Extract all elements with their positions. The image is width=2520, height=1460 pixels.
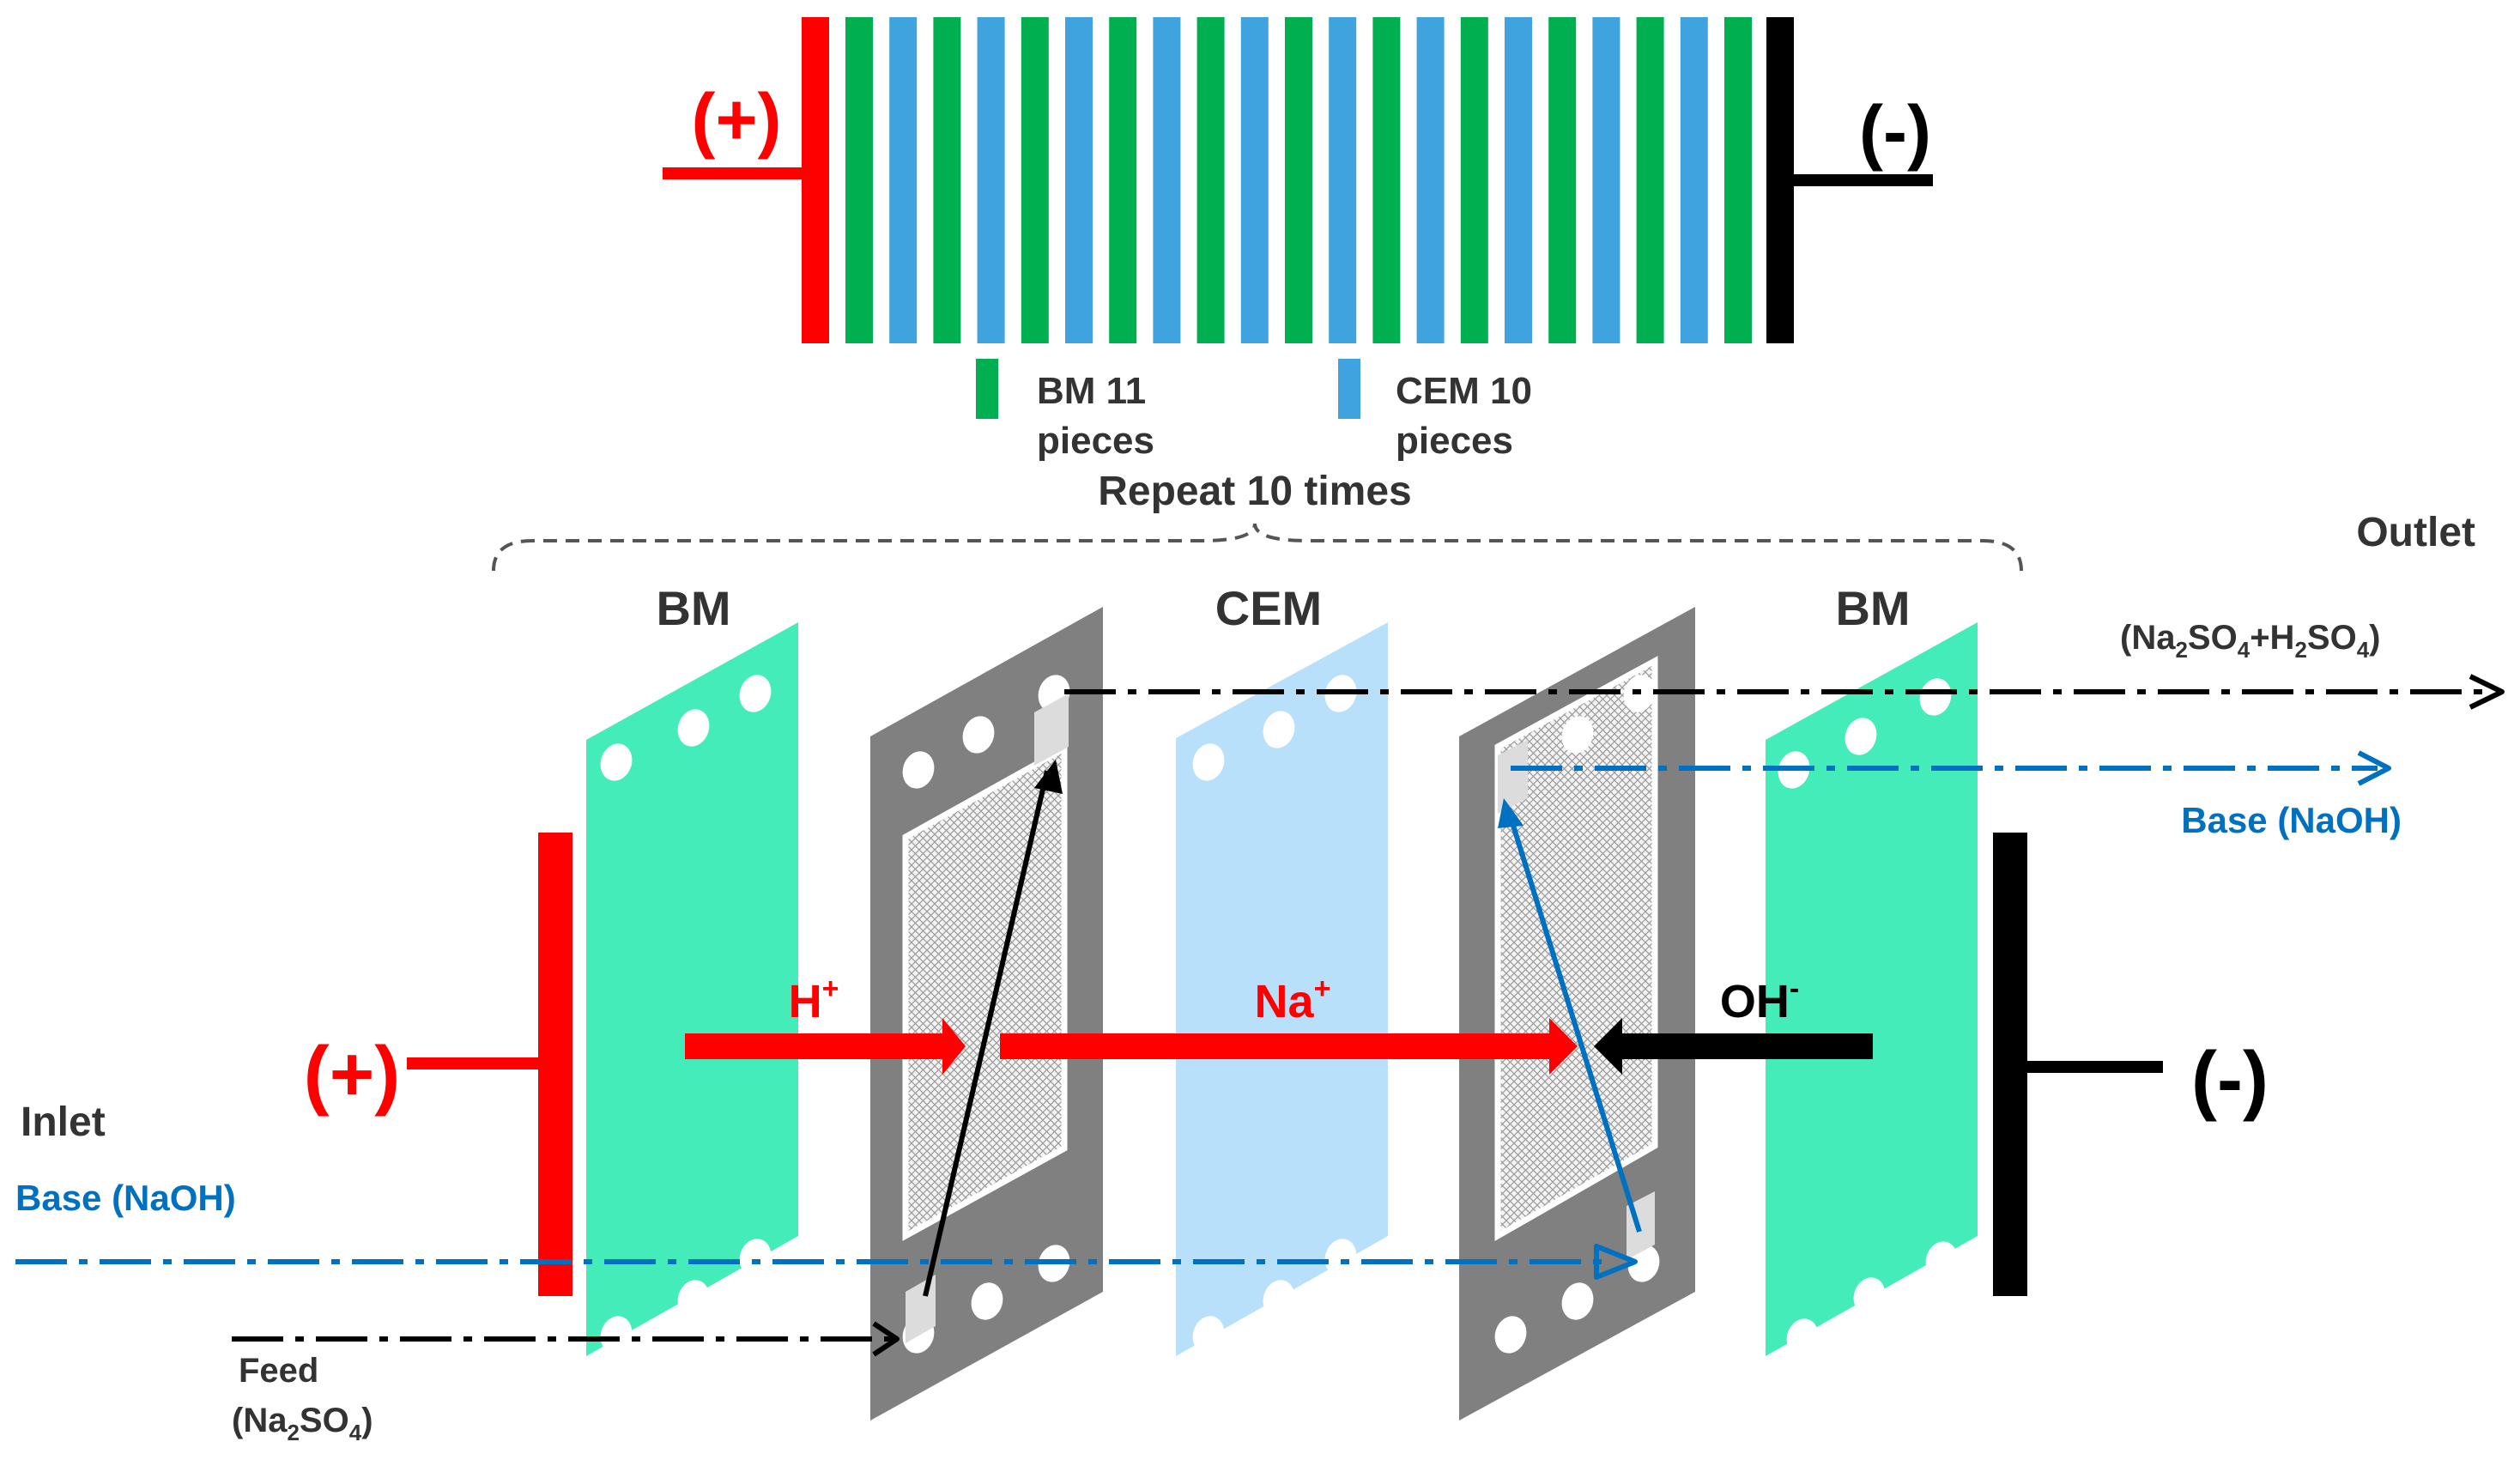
cathode-sign: (-) [2191,1037,2269,1123]
stack-strip-bm [845,17,873,343]
exploded-cell: (+) BM [15,510,2505,1445]
spacer-mesh-1 [902,743,1068,1241]
stack-strip-cem [1329,17,1357,343]
stack-strip-cem [1065,17,1093,343]
oh-ion-label: OH- [1720,972,1799,1027]
anode-sign: (+) [304,1032,401,1118]
stack-membrane-strips [845,17,1752,343]
repeat-brace [492,523,2023,572]
oh-ion-arrow [1594,1018,1873,1075]
feed-inlet-arrowhead [872,1321,900,1357]
legend-cem-line1: CEM 10 [1396,370,1532,412]
stack-cathode-lead [1792,174,1933,186]
anode-lead [407,1057,540,1069]
cathode-electrode [1993,833,2027,1296]
legend-bm-swatch [976,359,998,419]
cem-label: CEM [1215,581,1322,635]
stack-strip-bm [1196,17,1225,343]
stack-cathode-sign: (-) [1859,91,1931,172]
cem-ports [1192,675,1357,1354]
bm-membrane-right [1766,622,1978,1356]
stack-anode-plate [802,17,829,343]
spacer-1-duct-top [1034,694,1069,766]
bm-membrane-left [586,622,798,1356]
bm-left-ports [600,675,772,1354]
h-ion-arrow [685,1018,966,1075]
stack-strip-cem [1680,17,1708,343]
stack-strip-cem [1153,17,1181,343]
cathode-lead [2026,1061,2163,1073]
legend-cem-swatch [1338,359,1360,419]
membrane-stack: (+) (-) BM 11 pieces CEM 10 pieces Repea… [492,17,2023,572]
stack-strip-cem [1240,17,1269,343]
stack-strip-bm [1548,17,1577,343]
inlet-base-label: Base (NaOH) [15,1178,236,1218]
stack-strip-bm [1372,17,1401,343]
stack-strip-cem [977,17,1005,343]
spacer-2-duct-top [1498,740,1528,814]
stack-strip-cem [1505,17,1532,343]
outlet-formula: (Na2SO4+H2SO4) [2120,619,2381,663]
anode-electrode [538,833,572,1296]
stack-strip-bm [1109,17,1137,343]
stack-strip-bm [1636,17,1664,343]
cem-membrane [1176,622,1388,1356]
base-inlet-arrowhead [1594,1244,1638,1280]
stack-strip-cem [889,17,918,343]
legend-cem-line2: pieces [1396,420,1513,462]
acid-outlet-arrowhead [2469,674,2505,710]
stack-cathode-plate [1766,17,1794,343]
stack-strip-cem [1592,17,1620,343]
stack-strip-bm [1021,17,1049,343]
outlet-label: Outlet [2356,510,2475,555]
stack-strip-bm [1285,17,1312,343]
inlet-label: Inlet [21,1100,106,1145]
bm-left-label: BM [656,581,730,635]
stack-anode-sign: (+) [692,79,782,160]
base-internal-flow [1498,798,1642,1233]
acid-internal-flow [923,760,1063,1297]
base-outlet-arrowhead [2357,750,2391,786]
bm-right-ports [1778,678,1958,1356]
stack-strip-cem [1416,17,1445,343]
stack-strip-bm [1724,17,1752,343]
h-ion-label: H+ [789,972,839,1027]
spacer-2-ports [1494,675,1660,1354]
outlet-base-label: Base (NaOH) [2181,800,2402,840]
legend-bm-line1: BM 11 [1037,370,1146,412]
na-ion-label: Na+ [1255,972,1331,1027]
bm-right-label: BM [1835,581,1910,635]
repeat-label: Repeat 10 times [1098,469,1412,514]
na-ion-arrow [1000,1018,1578,1075]
stack-strip-bm [1460,17,1488,343]
stack-anode-lead [663,167,803,179]
stack-strip-bm [933,17,961,343]
feed-label: Feed [239,1352,318,1390]
legend-bm-line2: pieces [1037,420,1154,462]
feed-formula: (Na2SO4) [232,1402,373,1445]
